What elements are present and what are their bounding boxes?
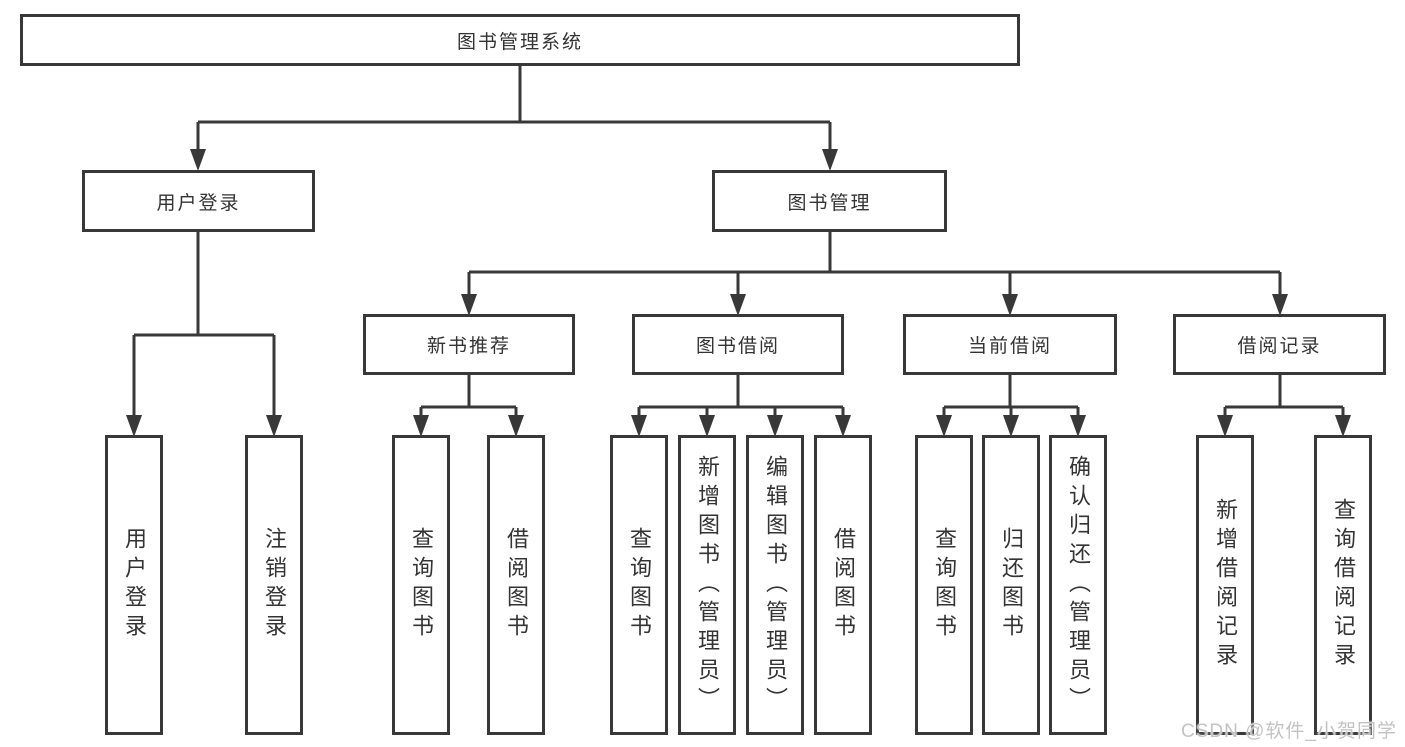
leaf-confirm-return-admin: 确认归还（管理员）: [1049, 435, 1107, 735]
connector-lines: [132, 66, 1345, 418]
node-book-management: 图书管理: [712, 170, 947, 232]
arrowheads: [126, 149, 1351, 437]
leaf-query-books-borrowing: 查询图书: [610, 435, 668, 735]
leaf-query-books-recommend: 查询图书: [392, 435, 450, 735]
leaf-user-login: 用户登录: [105, 435, 163, 735]
leaf-edit-books-admin: 编辑图书（管理员）: [746, 435, 804, 735]
leaf-query-books-current: 查询图书: [915, 435, 973, 735]
leaf-borrow-books: 借阅图书: [814, 435, 872, 735]
leaf-add-borrow-record: 新增借阅记录: [1196, 435, 1254, 735]
leaf-add-books-admin: 新增图书（管理员）: [678, 435, 736, 735]
leaf-query-borrow-record: 查询借阅记录: [1314, 435, 1372, 735]
node-current-borrowing: 当前借阅: [903, 314, 1117, 375]
node-root: 图书管理系统: [20, 14, 1020, 66]
node-new-book-recommendation: 新书推荐: [363, 314, 575, 375]
watermark: CSDN @软件_小贺同学: [1181, 721, 1397, 742]
node-book-borrowing: 图书借阅: [632, 314, 844, 375]
leaf-logout: 注销登录: [245, 435, 303, 735]
node-user-login: 用户登录: [82, 170, 315, 232]
node-borrowing-records: 借阅记录: [1173, 314, 1386, 375]
leaf-borrow-books-recommend: 借阅图书: [487, 435, 545, 735]
leaf-return-books: 归还图书: [982, 435, 1040, 735]
